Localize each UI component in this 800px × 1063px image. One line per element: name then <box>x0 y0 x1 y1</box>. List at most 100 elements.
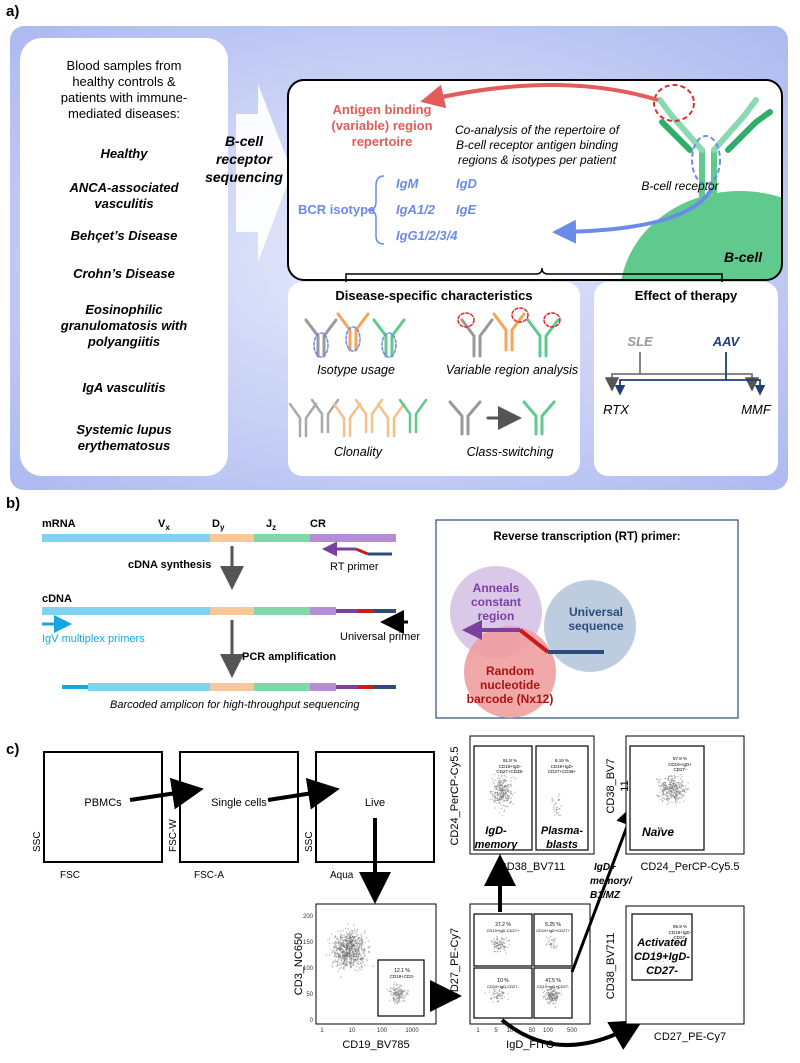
universal-circle <box>544 580 636 672</box>
svg-text:FSC-W: FSC-W <box>168 819 179 852</box>
memory-pop-2: CD27+CD38- <box>496 769 524 774</box>
quad-xtick-6: 500 <box>567 1028 578 1034</box>
mrna-bar <box>42 534 396 542</box>
bracket-connector <box>345 267 723 282</box>
disease-aav-1: ANCA-associated <box>68 180 179 195</box>
cd19-ytick-5: 200 <box>303 914 314 920</box>
treatment-rtx: RTX <box>603 402 630 417</box>
barcode-label-3: barcode (Nx12) <box>467 692 554 706</box>
therapy-arrows <box>604 352 766 396</box>
panel-b-label: b) <box>6 495 20 512</box>
therapy-box <box>594 282 778 476</box>
isotype-igm: IgM <box>396 176 420 191</box>
quad-q2-pop: CD19+IgD+CD27+ <box>536 928 570 933</box>
panel-c-label: c) <box>6 741 19 758</box>
amplicon-label: Barcoded amplicon for high-throughput se… <box>110 699 360 711</box>
disease-sle-2: erythematosus <box>78 438 170 453</box>
isotype-iga: IgA1/2 <box>396 202 436 217</box>
plasmablast-label-1: Plasma- <box>541 825 584 837</box>
barcode-label-1: Random <box>486 664 534 678</box>
quad-q1-pop: CD19+IgD-CD27+ <box>487 928 520 933</box>
variable-region-icon <box>457 307 561 358</box>
sequencing-arrow <box>236 84 292 262</box>
memory-scatter <box>489 772 562 817</box>
naive-scatter <box>655 770 689 806</box>
bcr-receptor-icon <box>657 97 773 199</box>
segment-d: Dy <box>212 518 225 532</box>
b-cell-label: B-cell <box>724 249 763 265</box>
isotype-arrow <box>552 187 714 244</box>
quad-xtick-4: 50 <box>529 1028 536 1034</box>
activated-label-3: CD27- <box>646 965 678 977</box>
quad-xtick-3: 10 <box>507 1028 514 1034</box>
memory-label-2: memory <box>475 839 519 851</box>
activated-pct: 96.9 % <box>673 924 687 929</box>
universal-primer-label: Universal primer <box>340 631 420 643</box>
naive-gate <box>629 745 705 851</box>
mrna-label: mRNA <box>42 518 76 530</box>
quad-q4-pop: CD19+IgD+CD27- <box>537 984 570 989</box>
cd19-ytick-1: 0 <box>310 1018 314 1024</box>
memory-label-1: IgD- <box>485 825 507 837</box>
bcr-isotype-label: BCR isotype <box>298 202 375 217</box>
naive-pop-2: CD27- <box>673 767 687 772</box>
anneals-label-1: Anneals <box>473 581 520 595</box>
disease-egpa-2: granulomatosis with <box>60 318 187 333</box>
therapy-title: Effect of therapy <box>635 288 738 303</box>
class-switching-icon <box>448 400 556 436</box>
antigen-label-1: Antigen binding <box>333 102 432 117</box>
cd19-xtick-2: 10 <box>349 1028 356 1034</box>
naive-pct: 87.8 % <box>673 756 687 761</box>
isotype-igd: IgD <box>456 176 478 191</box>
rt-primer-mrna-icon <box>322 541 392 557</box>
cd19-gate-pop: CD19+CD3- <box>390 974 415 979</box>
activated-pop-2: CD27- <box>673 935 687 940</box>
plasmablast-pct: 8.19 % <box>555 758 569 763</box>
igv-primers-label: IgV multiplex primers <box>42 633 145 645</box>
memory-xlabel: CD38_BV711 <box>499 861 565 873</box>
activated-plot-frame <box>625 905 745 1025</box>
variable-region-marker <box>653 84 695 122</box>
plasmablast-gate <box>535 745 589 851</box>
panel-a-label: a) <box>6 3 19 20</box>
cd19-ytick-3: 100 <box>303 966 314 972</box>
segment-v: Vx <box>158 518 170 532</box>
svg-text:Live: Live <box>365 797 385 809</box>
cd19-xlabel: CD19_BV785 <box>342 1039 409 1051</box>
disease-crohn: Crohn’s Disease <box>73 266 175 281</box>
svg-text:Aqua: Aqua <box>330 870 354 881</box>
naive-label: Naïve <box>642 825 674 839</box>
igd-memory-annot-1: IgD+ <box>594 862 616 873</box>
clonality-label: Clonality <box>334 445 383 459</box>
memory-gate <box>473 745 533 851</box>
anneals-label-2: constant <box>471 595 521 609</box>
quad-ylabel: CD27_PE-Cy7 <box>449 928 461 1000</box>
svg-text:FSC-A: FSC-A <box>194 870 224 881</box>
quad-xtick-5: 100 <box>543 1028 554 1034</box>
cd19-plot-frame <box>315 903 437 1025</box>
quad-q1-pct: 27.2 % <box>495 922 511 928</box>
disease-egpa-3: polyangiitis <box>87 334 160 349</box>
activated-label-2: CD19+IgD- <box>634 951 690 963</box>
naive-ylabel: CD38_BV7 <box>605 758 617 813</box>
isotype-brace <box>367 175 385 245</box>
cdna-synthesis-label: cDNA synthesis <box>128 559 211 571</box>
isotype-usage-label: Isotype usage <box>317 363 395 377</box>
svg-text:SSC: SSC <box>304 831 315 852</box>
gating-arrows <box>129 777 391 904</box>
b-cell-shape <box>620 191 782 280</box>
disease-igav: IgA vasculitis <box>82 380 165 395</box>
quad-q3-pct: 10 % <box>497 978 509 984</box>
antigen-label-3: repertoire <box>352 134 413 149</box>
cd19-xtick-1: 1 <box>320 1028 324 1034</box>
cohort-intro-3: patients with immune- <box>61 90 187 105</box>
quad-scatter <box>484 935 563 1008</box>
sequencing-label-3: sequencing <box>205 169 283 185</box>
cd19-xtick-4: 1000 <box>405 1028 419 1034</box>
antigen-arrow <box>420 83 659 109</box>
activated-ylabel: CD38_BV711 <box>605 933 617 999</box>
isotype-igg: IgG1/2/3/4 <box>396 228 458 243</box>
amplicon-bar <box>62 683 396 691</box>
cd19-gate <box>377 959 425 1017</box>
memory-pct: 91.8 % <box>503 758 517 763</box>
